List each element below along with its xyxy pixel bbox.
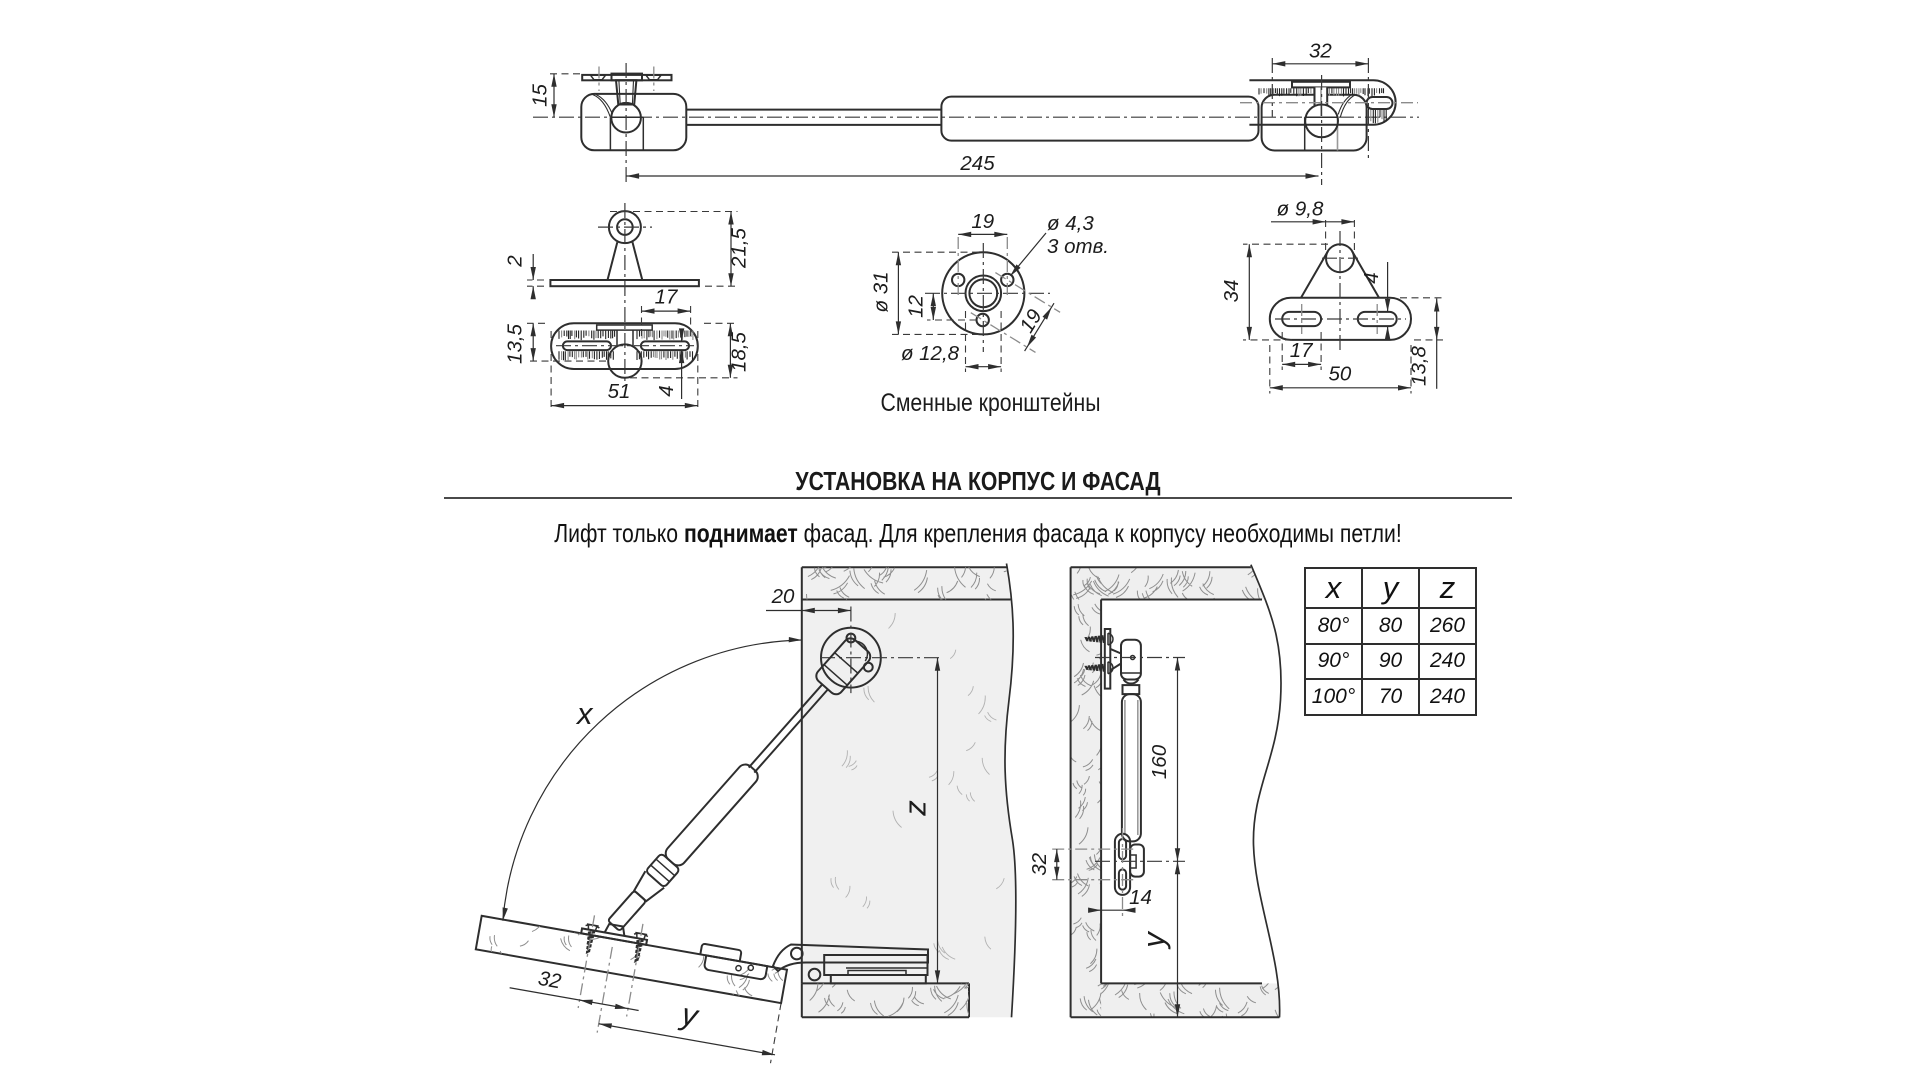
dim-4-label: 4 (655, 385, 678, 396)
dim-245-label: 245 (959, 152, 995, 175)
dim-d98-label: ø 9,8 (1277, 198, 1324, 221)
dim-17-label: 17 (655, 286, 679, 309)
install-side-view: 32 160 14 y (1028, 564, 1282, 1019)
table-cell: 90° (1304, 642, 1363, 680)
facade-door: 32 y (474, 914, 789, 1064)
section-rule (444, 497, 1512, 499)
dim-y-side-label: y (1136, 930, 1171, 950)
table-header-z: z (1418, 567, 1477, 609)
table-cell: 80° (1304, 607, 1363, 645)
table-cell: 240 (1418, 642, 1477, 680)
knurl-ticks (636, 330, 694, 341)
table-header-x: x (1304, 567, 1363, 609)
wood-grain (1079, 983, 1282, 1018)
dim-d128-label: ø 12,8 (901, 342, 960, 365)
dim-34-label: 34 (1220, 280, 1243, 303)
table-row: 80° 80 260 (1304, 607, 1477, 645)
install-front-view: 32 y 20 x z (474, 563, 1017, 1064)
dim-32-door-label: 32 (536, 967, 563, 994)
tri-bracket-detail-view: ø 9,8 34 4 17 50 13,8 (1220, 198, 1443, 394)
dim-13-5-label: 13,5 (504, 323, 527, 363)
knurl-ticks (636, 351, 694, 360)
dim-d31-label: ø 31 (870, 271, 893, 312)
dim-18-5-label: 18,5 (728, 331, 751, 371)
dim-32-label: 32 (1309, 40, 1332, 63)
dim-x-label: x (575, 696, 594, 731)
dim-17r-label: 17 (1290, 339, 1314, 362)
table-cell: 260 (1418, 607, 1477, 645)
knurl-ticks (558, 351, 614, 361)
dim-13-8-label: 13,8 (1408, 345, 1431, 385)
dim-50-label: 50 (1328, 363, 1351, 386)
ball-bracket-detail-views: 21,5 2 17 13,5 18,5 51 4 (504, 203, 751, 411)
section-title: УСТАНОВКА НА КОРПУС И ФАСАД (795, 466, 1161, 496)
dim-4r-label: 4 (1360, 272, 1383, 283)
note-prefix: Лифт только (554, 518, 684, 548)
table-cell: 90 (1361, 642, 1420, 680)
note-bold: поднимает (683, 518, 798, 548)
note-suffix: фасад. Для крепления фасада к корпусу не… (797, 518, 1402, 548)
note-text: Лифт только поднимает фасад. Для креплен… (543, 518, 1413, 549)
hinge (771, 943, 929, 985)
dim-12-label: 12 (905, 295, 928, 318)
knurl-ticks (558, 330, 616, 341)
xyz-table: x y z 80° 80 260 90° 90 240 100° 70 240 (1304, 567, 1477, 716)
gas-strut-front (607, 637, 872, 931)
table-cell: 70 (1361, 678, 1420, 716)
wood-grain (1070, 567, 1102, 1017)
table-row: 90° 90 240 (1304, 642, 1477, 680)
wood-grain (806, 567, 1007, 600)
table-cell: 80 (1361, 607, 1420, 645)
dim-d43-label: ø 4,3 (1047, 212, 1094, 235)
dim-14-label: 14 (1129, 886, 1152, 909)
flange-detail-view: 19 ø 4,3 3 отв. ø 31 12 19 ø 12,8 Сменны… (870, 210, 1109, 417)
dim-15-label: 15 (529, 84, 552, 107)
wood-grain (1071, 567, 1270, 600)
dim-20-label: 20 (771, 585, 795, 608)
flange-caption: Сменные кронштейны (881, 389, 1101, 417)
wood-grain (809, 983, 969, 1017)
screw-side (1084, 632, 1114, 646)
dim-21-5-label: 21,5 (728, 227, 751, 268)
screw-side (1084, 661, 1114, 675)
table-row: 100° 70 240 (1304, 678, 1477, 716)
dim-3otv-label: 3 отв. (1047, 235, 1109, 258)
dim-z-label: z (898, 800, 933, 817)
table-cell: 100° (1304, 678, 1363, 716)
wood-grain (830, 612, 1005, 960)
dim-19-top-label: 19 (971, 210, 994, 233)
knurl-ticks (1367, 108, 1387, 124)
strut-side-view: 32 15 245 (529, 40, 1419, 185)
dim-160-label: 160 (1148, 744, 1171, 779)
dim-51-label: 51 (608, 380, 631, 403)
dim-32-side-label: 32 (1028, 852, 1051, 875)
dim-2-label: 2 (504, 255, 527, 268)
dim-y-door-label: y (677, 996, 703, 1034)
table-cell: 240 (1418, 678, 1477, 716)
table-header-row: x y z (1304, 567, 1477, 609)
table-header-y: y (1361, 567, 1420, 609)
